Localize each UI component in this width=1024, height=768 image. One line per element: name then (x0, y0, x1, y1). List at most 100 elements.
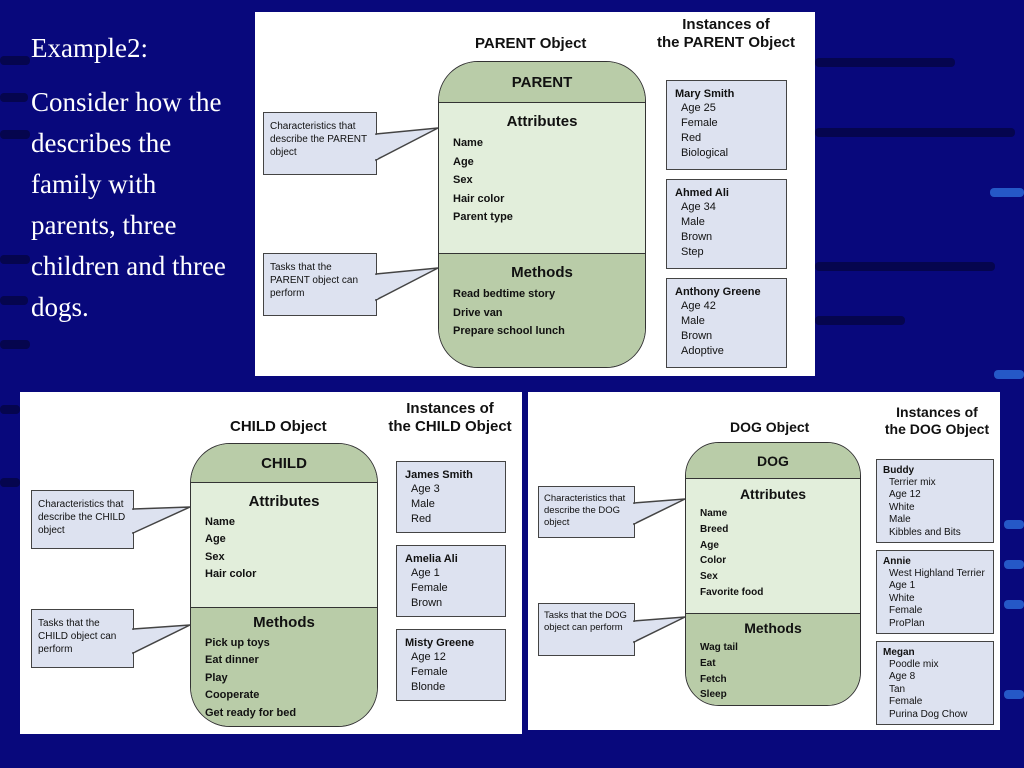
instance-value: Age 1 (411, 567, 440, 579)
child-attribute: Hair color (205, 568, 257, 581)
instance-name: Mary Smith (675, 88, 735, 100)
instance-value: ProPlan (889, 617, 925, 629)
slide-body: Consider how the describes the family wi… (31, 87, 226, 322)
parent-instances-title-line1: Instances of (682, 16, 770, 33)
child-instance-card: Amelia Ali Age 1 Female Brown (396, 545, 506, 617)
child-instance-card: Misty Greene Age 12 Female Blonde (396, 629, 506, 701)
parent-instances-title-line2: the PARENT Object (656, 34, 796, 51)
instance-value: Female (411, 666, 448, 678)
child-attribute: Age (205, 533, 226, 546)
dog-panel: DOG Object Instances of the DOG Object D… (528, 392, 1000, 730)
child-attributes-title: Attributes (248, 493, 320, 510)
child-characteristics-callout-pointer (131, 506, 191, 535)
instance-value: Step (681, 246, 704, 258)
parent-attribute: Hair color (453, 192, 505, 205)
dog-method: Eat (700, 657, 716, 669)
child-attributes-section: Attributes Name Age Sex Hair color (191, 483, 377, 607)
instance-value: Female (411, 582, 448, 594)
instance-name: Megan (883, 647, 915, 658)
parent-instance-card: Ahmed Ali Age 34 Male Brown Step (666, 179, 787, 269)
instance-value: Male (681, 315, 705, 327)
instance-value: Female (889, 605, 923, 617)
slide-heading: Example2: (31, 33, 148, 63)
parent-attribute: Sex (453, 174, 473, 187)
instance-value: West Highland Terrier (889, 568, 985, 579)
parent-attribute: Name (453, 137, 483, 149)
parent-characteristics-callout-pointer (374, 127, 439, 162)
dog-attribute: Name (700, 508, 728, 519)
instance-value: Kibbles and Bits (889, 526, 961, 538)
instance-value: Blonde (411, 681, 446, 693)
child-attribute: Name (205, 516, 235, 528)
parent-attributes-title: Attributes (506, 113, 578, 130)
parent-attributes-section: Attributes Name Age Sex Hair color Paren… (439, 103, 645, 253)
parent-instance-card: Anthony Greene Age 42 Male Brown Adoptiv… (666, 278, 787, 368)
child-tasks-callout-pointer (131, 624, 191, 655)
dog-attribute: Color (700, 555, 727, 567)
instance-value: White (889, 592, 915, 604)
dog-attribute: Favorite food (700, 586, 764, 598)
dog-attribute: Sex (700, 571, 718, 583)
instance-name: Amelia Ali (405, 553, 458, 565)
child-instances-title-line1: Instances of (406, 400, 494, 417)
parent-method: Drive van (453, 306, 503, 319)
child-object-name: CHILD (191, 444, 377, 483)
instance-value: Male (681, 216, 705, 228)
child-method: Pick up toys (205, 637, 270, 649)
dog-instances-title: Instances of the DOG Object (874, 404, 1000, 438)
dog-tasks-callout-pointer (632, 616, 686, 644)
child-method: Eat dinner (205, 654, 259, 667)
instance-value: Female (889, 696, 923, 708)
instance-value: Poodle mix (889, 659, 939, 670)
dog-methods-title: Methods (744, 620, 802, 636)
dog-tasks-callout: Tasks that the DOG object can perform (538, 603, 635, 656)
dog-instance-card: Buddy Terrier mix Age 12 White Male Kibb… (876, 459, 994, 543)
instance-value: Brown (681, 330, 713, 342)
child-methods-title: Methods (253, 614, 315, 631)
parent-instance-card: Mary Smith Age 25 Female Red Biological (666, 80, 787, 170)
child-methods-section: Methods Pick up toys Eat dinner Play Coo… (191, 607, 377, 726)
parent-tasks-callout: Tasks that the PARENT object can perform (263, 253, 377, 316)
parent-method: Prepare school lunch (453, 325, 565, 338)
child-method: Play (205, 671, 228, 684)
dog-attributes-section: Attributes Name Breed Age Color Sex Favo… (686, 479, 860, 613)
parent-tasks-callout-pointer (374, 267, 439, 302)
instance-value: Age 1 (889, 580, 916, 592)
child-object-label: CHILD Object (230, 418, 327, 435)
parent-methods-section: Methods Read bedtime story Drive van Pre… (439, 253, 645, 367)
instance-name: Annie (883, 556, 911, 567)
child-instance-card: James Smith Age 3 Male Red (396, 461, 506, 533)
instance-name: James Smith (405, 469, 473, 481)
instance-value: Age 12 (889, 489, 921, 501)
instance-name: Misty Greene (405, 637, 475, 649)
child-attribute: Sex (205, 550, 225, 563)
child-instances-title-line2: the CHILD Object (388, 418, 512, 435)
dog-method: Fetch (700, 673, 727, 685)
instance-value: Age 12 (411, 651, 446, 663)
instance-value: Red (681, 132, 702, 144)
dog-method: Sleep (700, 689, 727, 701)
instance-value: Male (411, 498, 435, 510)
instance-name: Buddy (883, 465, 915, 476)
parent-method: Read bedtime story (453, 288, 556, 300)
dog-attribute: Breed (700, 523, 729, 535)
dog-methods-section: Methods Wag tail Eat Fetch Sleep (686, 613, 860, 705)
instance-value: Biological (681, 147, 729, 159)
dog-object-shape: DOG Attributes Name Breed Age Color Sex … (685, 442, 861, 706)
child-tasks-callout: Tasks that the CHILD object can perform (31, 609, 134, 668)
dog-object-label: DOG Object (730, 419, 810, 435)
dog-object-name: DOG (686, 443, 860, 479)
instance-value: Brown (681, 231, 713, 243)
instance-value: Brown (411, 597, 443, 609)
child-method: Get ready for bed (205, 706, 297, 719)
instance-value: Male (889, 514, 911, 526)
dog-characteristics-callout-pointer (632, 498, 686, 526)
dog-attribute: Age (700, 539, 719, 551)
parent-attribute: Age (453, 155, 474, 168)
child-panel: CHILD Object Instances of the CHILD Obje… (20, 392, 522, 734)
child-instances-title: Instances of the CHILD Object (380, 400, 520, 436)
dog-instance-card: Annie West Highland Terrier Age 1 White … (876, 550, 994, 634)
instance-value: Adoptive (681, 345, 724, 357)
instance-name: Anthony Greene (675, 286, 761, 298)
slide-text: Example2: Consider how the describes the… (31, 31, 246, 328)
